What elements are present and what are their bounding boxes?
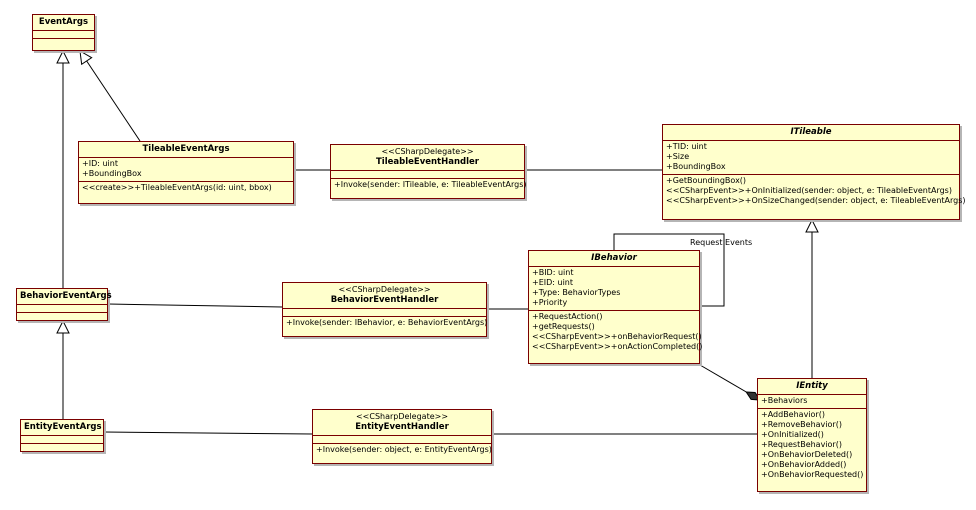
stereotype: <<CSharpDelegate>>: [355, 412, 449, 421]
attributes-section: [33, 31, 94, 39]
class-name: EntityEventHandler: [355, 422, 449, 432]
attributes-section: [331, 171, 524, 179]
stereotype: <<CSharpDelegate>>: [338, 285, 431, 294]
operation: +RemoveBehavior(): [761, 420, 842, 429]
request-events-label: Request Events: [690, 238, 753, 247]
class-name: EventArgs: [38, 17, 89, 27]
interface-ibehavior[interactable]: IBehavior +BID: uint +EID: uint +Type: B…: [528, 250, 703, 364]
operations-section: +RequestAction() +getRequests() <<CSharp…: [529, 311, 703, 354]
operation: +OnBehaviorRequested(): [761, 470, 864, 479]
operations-section: [33, 39, 94, 46]
operation: <<CSharpEvent>>+OnSizeChanged(sender: ob…: [666, 196, 966, 205]
attribute: +BoundingBox: [82, 169, 142, 178]
operation: <<CSharpEvent>>+OnInitialized(sender: ob…: [666, 186, 952, 195]
class-name: BehaviorEventHandler: [330, 295, 439, 305]
operations-section: +Invoke(sender: IBehavior, e: BehaviorEv…: [283, 317, 488, 330]
class-name: IEntity: [796, 381, 828, 391]
operation: +Invoke(sender: object, e: EntityEventAr…: [316, 445, 492, 454]
operations-section: [17, 313, 107, 320]
operations-section: <<create>>+TileableEventArgs(id: uint, b…: [79, 182, 293, 195]
attribute: +Type: BehaviorTypes: [532, 288, 621, 297]
class-behavioreventargs[interactable]: BehaviorEventArgs: [16, 288, 112, 321]
operation: <<create>>+TileableEventArgs(id: uint, b…: [82, 183, 272, 192]
class-behavioreventhandler[interactable]: <<CSharpDelegate>> BehaviorEventHandler …: [282, 282, 487, 337]
operations-section: +Invoke(sender: ITileable, e: TileableEv…: [331, 179, 527, 192]
operations-section: +AddBehavior() +RemoveBehavior() +OnInit…: [758, 409, 866, 482]
class-name: ITileable: [790, 127, 832, 137]
composition-line-ibehavior-ientity: [699, 364, 760, 400]
attribute: +Priority: [532, 298, 568, 307]
attributes-section: [313, 436, 491, 444]
class-name: BehaviorEventArgs: [20, 291, 112, 301]
stereotype: <<CSharpDelegate>>: [381, 147, 474, 156]
operation: +GetBoundingBox(): [666, 176, 747, 185]
interface-itileable[interactable]: ITileable +TID: uint +Size +BoundingBox …: [662, 124, 966, 220]
class-name: TileableEventHandler: [376, 157, 479, 167]
association-line-entity-args-handler: [103, 431, 313, 435]
operation: +AddBehavior(): [761, 410, 825, 419]
class-tileableeventhandler[interactable]: <<CSharpDelegate>> TileableEventHandler …: [330, 144, 527, 199]
attributes-section: [283, 309, 486, 317]
class-name: EntityEventArgs: [24, 422, 102, 432]
operation: +Invoke(sender: IBehavior, e: BehaviorEv…: [286, 318, 488, 327]
class-name: TileableEventArgs: [142, 144, 230, 154]
attribute: +BoundingBox: [666, 162, 726, 171]
class-entityeventhandler[interactable]: <<CSharpDelegate>> EntityEventHandler +I…: [312, 409, 492, 464]
attributes-section: +Behaviors: [758, 395, 866, 409]
operation: +RequestAction(): [532, 312, 603, 321]
interface-ientity[interactable]: IEntity +Behaviors +AddBehavior() +Remov…: [757, 378, 867, 492]
class-eventargs[interactable]: EventArgs: [32, 14, 95, 51]
operation: +RequestBehavior(): [761, 440, 842, 449]
operation: +OnBehaviorAdded(): [761, 460, 847, 469]
attribute: +EID: uint: [532, 278, 574, 287]
class-name: IBehavior: [591, 253, 637, 263]
attribute: +TID: uint: [666, 142, 707, 151]
attributes-section: +BID: uint +EID: uint +Type: BehaviorTyp…: [529, 267, 699, 311]
association-line-behavior-args-handler: [107, 303, 283, 308]
operation: +OnBehaviorDeleted(): [761, 450, 853, 459]
attributes-section: +TID: uint +Size +BoundingBox: [663, 141, 959, 175]
attributes-section: [21, 436, 103, 444]
generalization-line-tileableeventargs: [80, 51, 141, 142]
attribute: +ID: uint: [82, 159, 118, 168]
operation: +OnInitialized(): [761, 430, 824, 439]
attributes-section: +ID: uint +BoundingBox: [79, 158, 293, 182]
operations-section: +GetBoundingBox() <<CSharpEvent>>+OnInit…: [663, 175, 966, 208]
attribute: +Behaviors: [761, 396, 808, 405]
operations-section: [21, 444, 103, 451]
class-tileableeventargs[interactable]: TileableEventArgs +ID: uint +BoundingBox…: [78, 141, 294, 204]
operation: <<CSharpEvent>>+onActionCompleted(): [532, 342, 703, 351]
class-entityeventargs[interactable]: EntityEventArgs: [20, 419, 104, 452]
attribute: +BID: uint: [532, 268, 574, 277]
request-events-self-association: [613, 233, 725, 307]
attributes-section: [17, 305, 107, 313]
operation: +getRequests(): [532, 322, 595, 331]
operations-section: +Invoke(sender: object, e: EntityEventAr…: [313, 444, 492, 457]
operation: +Invoke(sender: ITileable, e: TileableEv…: [334, 180, 527, 189]
attribute: +Size: [666, 152, 690, 161]
operation: <<CSharpEvent>>+onBehaviorRequest(): [532, 332, 702, 341]
